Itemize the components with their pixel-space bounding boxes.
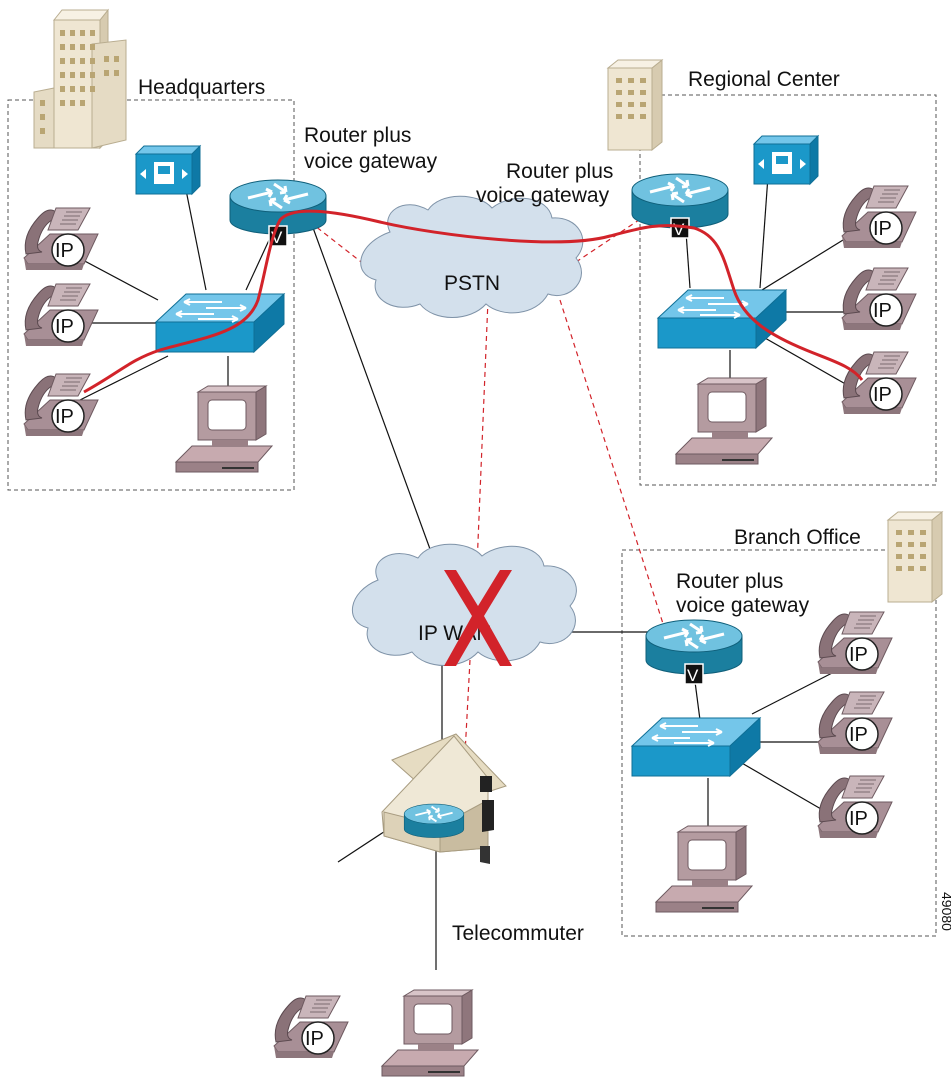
headquarters-label: Headquarters [138,76,265,99]
ip-phone: IP [817,775,893,839]
regional-center-building-icon [607,59,663,151]
headquarters-building-icon [33,8,127,150]
hq-pc-icon [175,385,273,473]
branch-pc-icon [655,825,753,913]
ip-phone: IP [841,351,917,415]
ip-phone: IP [23,207,99,271]
ip-phone: IP [841,267,917,331]
data-links [63,175,857,970]
svg-text:IP: IP [55,316,74,338]
svg-text:IP: IP [849,808,868,830]
hq-call-manager-icon [135,145,201,195]
regional-center-label: Regional Center [688,68,840,91]
svg-text:V: V [673,220,685,239]
headquarters-boundary [7,99,295,491]
branch-switch-icon [631,717,761,777]
ip-phone: IP [817,611,893,675]
ip-phone: IP [817,691,893,755]
telecommuter-pc-icon [381,989,479,1077]
hq-router-icon: V [228,178,328,247]
rc-router-label-line2: voice gateway [476,184,610,207]
ip-phone: IP [841,185,917,249]
ip-wan-cloud [352,543,577,666]
regional-center-boundary [639,94,937,486]
branch-router-icon: V [644,618,744,685]
ip-phone: IP [23,283,99,347]
wan-failure-x-icon [444,570,512,666]
svg-text:IP: IP [873,384,892,406]
figure-id: 49080 [939,892,951,931]
call-path-line [83,209,864,394]
pstn-cloud [360,195,584,318]
telecommuter-house-icon [381,733,507,864]
svg-text:IP: IP [873,300,892,322]
svg-text:IP: IP [849,644,868,666]
hq-router-label-line2: voice gateway [304,150,438,173]
regional-router-icon: V [630,172,730,239]
regional-pc-icon [675,377,773,465]
svg-text:IP: IP [305,1028,324,1050]
hq-switch-icon [155,293,285,353]
ip-phone: IP [273,995,349,1059]
hq-router-label-line1: Router plus [304,124,411,147]
bo-router-label-line2: voice gateway [676,594,810,617]
svg-text:IP: IP [55,406,74,428]
rc-router-label-line1: Router plus [506,160,613,183]
svg-text:IP: IP [873,218,892,240]
branch-office-building-icon [887,511,943,603]
svg-text:IP: IP [849,724,868,746]
branch-office-boundary [621,549,937,937]
bo-router-label-line1: Router plus [676,570,783,593]
regional-call-manager-icon [753,135,819,185]
svg-text:V: V [687,666,699,685]
branch-office-label: Branch Office [734,526,861,549]
telecommuter-router-icon [403,803,465,839]
pstn-label: PSTN [444,272,500,295]
ip-phone: IP [23,373,99,437]
telecommuter-label: Telecommuter [452,922,584,945]
svg-text:IP: IP [55,240,74,262]
